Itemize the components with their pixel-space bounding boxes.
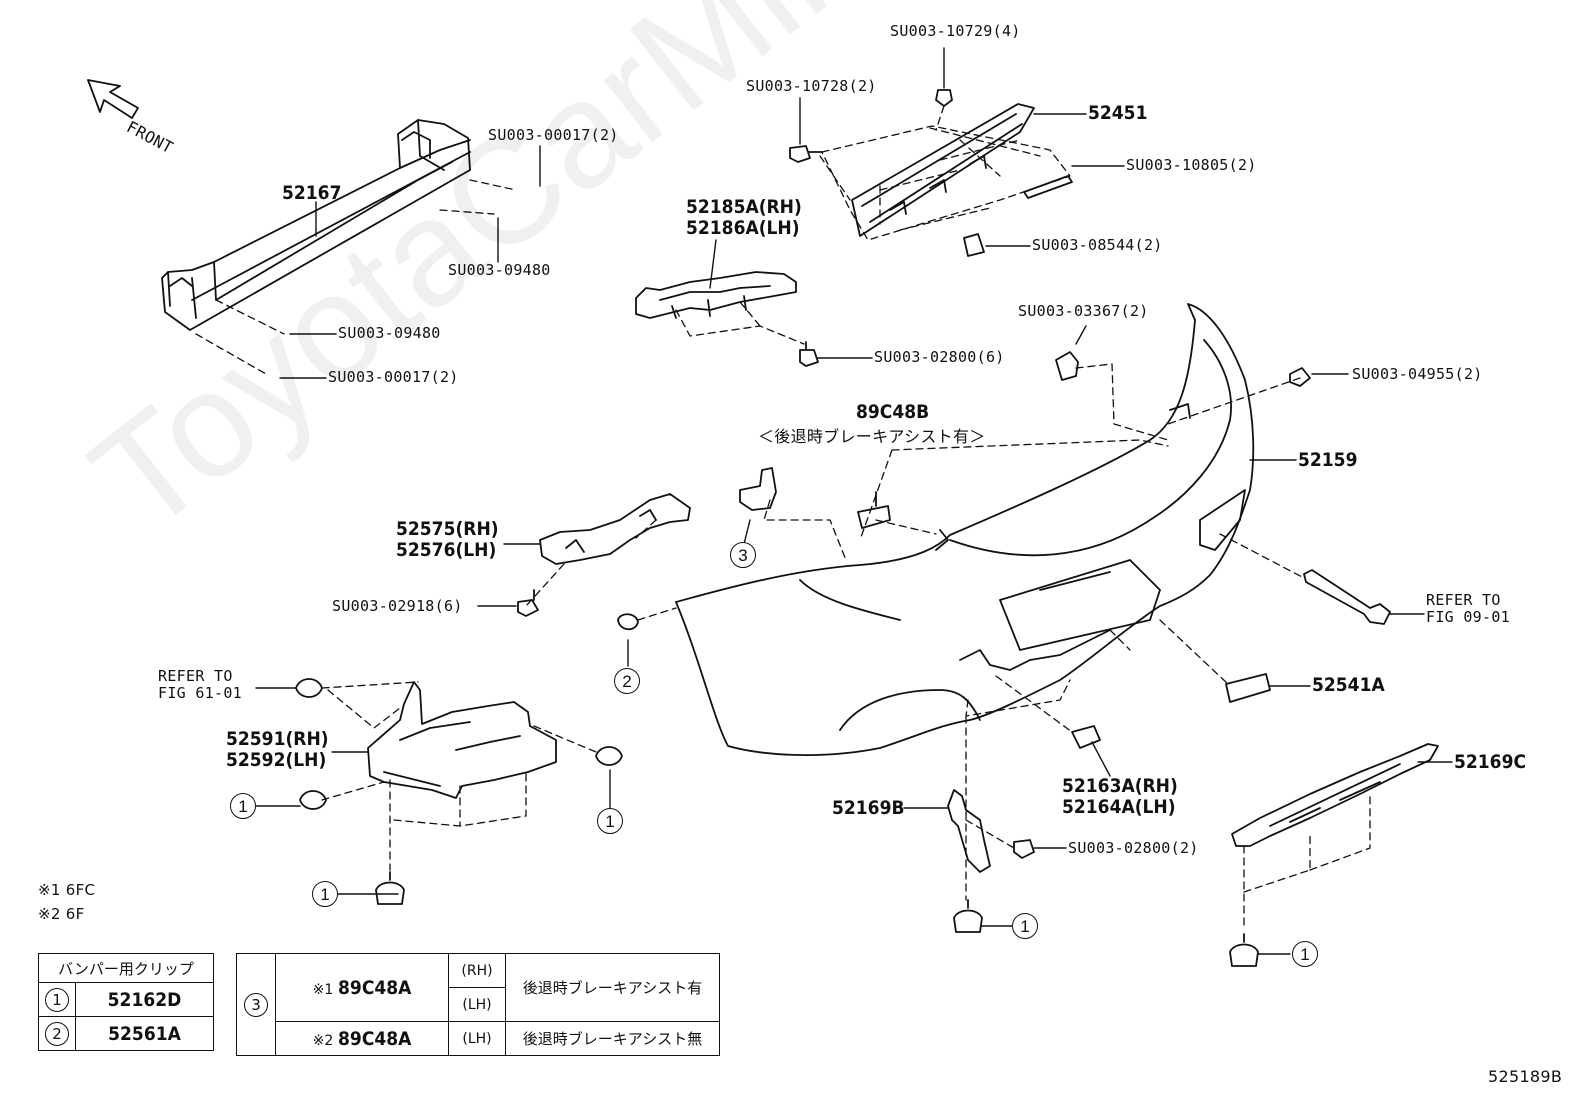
fastener-label-09480-top[interactable]: SU003-09480 (448, 261, 551, 279)
variant-side-3: (LH) (448, 1021, 506, 1056)
variant-desc-1: 後退時ブレーキアシスト有 (505, 953, 720, 1022)
variant-side-1: (RH) (448, 953, 506, 988)
clip-icon-5 (295, 678, 323, 698)
fastener-label-02800-bottom[interactable]: SU003-02800(2) (1068, 839, 1199, 857)
refer-link-fig-09-01-line1[interactable]: REFER TO (1426, 591, 1501, 609)
clip-icon-8 (375, 871, 405, 905)
bumper-cover-shape (675, 303, 1255, 756)
bolt-icon-4 (1013, 839, 1035, 859)
front-arrow-icon (87, 79, 139, 119)
variant-side-2: (LH) (448, 987, 506, 1022)
bolt-icon-1 (789, 145, 823, 163)
clip-icon-3 (1055, 351, 1079, 381)
part-label-52163a[interactable]: 52163A(RH) (1062, 775, 1178, 797)
callout-1-b: 1 (597, 808, 623, 834)
clip-icon-10 (1229, 933, 1259, 967)
callout-1-e: 1 (1292, 941, 1318, 967)
variant-part-1[interactable]: 89C48A (338, 976, 412, 999)
variant-mark-1: ※1 (312, 981, 334, 998)
variant-table: 3 ※1 89C48A (RH) 後退時ブレーキアシスト有 (LH) ※2 89… (236, 953, 720, 1056)
splash-shield-shape (367, 681, 557, 799)
side-mount-bracket-shape (539, 493, 691, 565)
part-label-52575[interactable]: 52575(RH) (396, 518, 499, 540)
clip-icon-7 (595, 746, 623, 766)
part-label-52576[interactable]: 52576(LH) (396, 539, 497, 561)
clip-legend-ref-2: 2 (45, 1021, 69, 1046)
clip-icon-2 (963, 233, 985, 257)
fastener-label-10805[interactable]: SU003-10805(2) (1126, 156, 1257, 174)
side-bracket-shape (635, 271, 797, 319)
upper-bracket-shape (851, 103, 1035, 237)
note-2: ※2 6F (38, 905, 85, 923)
part-label-52591[interactable]: 52591(RH) (226, 728, 329, 750)
clip-legend-ref-1: 1 (45, 987, 69, 1012)
clip-icon-6 (299, 790, 327, 810)
callout-2: 2 (614, 668, 640, 694)
callout-1-a: 1 (230, 793, 256, 819)
callout-3: 3 (730, 542, 756, 568)
part-label-52169b[interactable]: 52169B (832, 797, 905, 819)
fastener-label-04955[interactable]: SU003-04955(2) (1352, 365, 1483, 383)
callout-1-d: 1 (1012, 913, 1038, 939)
variant-desc-3: 後退時ブレーキアシスト無 (505, 1021, 720, 1056)
fastener-label-02918[interactable]: SU003-02918(6) (332, 597, 463, 615)
clip-legend-table: バンパー用クリップ 1 52162D 2 52561A (38, 953, 214, 1051)
fastener-label-10729[interactable]: SU003-10729(4) (890, 22, 1021, 40)
part-label-52159[interactable]: 52159 (1298, 449, 1358, 471)
reflector-shape (1071, 725, 1101, 749)
fastener-label-03367[interactable]: SU003-03367(2) (1018, 302, 1149, 320)
reinforcement-beam-shape (161, 119, 471, 331)
fastener-label-00017-top[interactable]: SU003-00017(2) (488, 126, 619, 144)
refer-link-fig-61-01-line2[interactable]: FIG 61-01 (158, 684, 242, 702)
fastener-label-09480-bottom[interactable]: SU003-09480 (338, 324, 441, 342)
clip-legend-part-1[interactable]: 52162D (75, 982, 214, 1017)
clip-icon-4 (617, 613, 639, 631)
variant-part-3[interactable]: 89C48A (338, 1027, 412, 1050)
rod-shape (1303, 569, 1391, 625)
part-label-52541a[interactable]: 52541A (1312, 674, 1385, 696)
fastener-label-08544[interactable]: SU003-08544(2) (1032, 236, 1163, 254)
part-label-52592[interactable]: 52592(LH) (226, 749, 327, 771)
sensor-bracket-shape-1 (857, 491, 891, 529)
figure-id: 525189B (1488, 1067, 1563, 1086)
part-label-52451[interactable]: 52451 (1088, 102, 1148, 124)
refer-link-fig-09-01-line2[interactable]: FIG 09-01 (1426, 608, 1510, 626)
clip-legend-header: バンパー用クリップ (38, 953, 214, 983)
clip-legend-part-2[interactable]: 52561A (75, 1016, 214, 1051)
note-1: ※1 6FC (38, 881, 96, 899)
reflector-pad-shape (1225, 673, 1271, 703)
part-label-52164a[interactable]: 52164A(LH) (1062, 796, 1176, 818)
nut-icon-1 (935, 89, 953, 107)
variant-cell-1: ※1 89C48A (275, 953, 449, 1022)
callout-1-c: 1 (312, 881, 338, 907)
nut-icon-2 (1289, 367, 1311, 387)
lower-bracket-b-shape (947, 789, 991, 873)
refer-link-fig-61-01-line1[interactable]: REFER TO (158, 667, 233, 685)
variant-mark-3: ※2 (312, 1032, 334, 1049)
part-note-89c48b: ＜後退時ブレーキアシスト有＞ (758, 427, 986, 446)
variant-cell-3: ※2 89C48A (275, 1021, 449, 1056)
fastener-label-02800-top[interactable]: SU003-02800(6) (874, 348, 1005, 366)
bolt-icon-3 (517, 589, 539, 617)
part-label-52169c[interactable]: 52169C (1454, 751, 1527, 773)
variant-ref-3: 3 (244, 992, 268, 1017)
part-label-52185a[interactable]: 52185A(RH) (686, 196, 802, 218)
part-label-52167[interactable]: 52167 (282, 182, 342, 204)
part-label-52186a[interactable]: 52186A(LH) (686, 217, 800, 239)
part-label-89c48b[interactable]: 89C48B (856, 401, 930, 423)
fastener-label-10728[interactable]: SU003-10728(2) (746, 77, 877, 95)
lower-bracket-c-shape (1231, 743, 1439, 847)
bolt-icon-2 (799, 341, 819, 367)
sensor-bracket-shape-2 (739, 467, 777, 511)
fastener-label-00017-bottom[interactable]: SU003-00017(2) (328, 368, 459, 386)
clip-icon-1 (1023, 175, 1073, 199)
clip-icon-9 (953, 899, 983, 933)
